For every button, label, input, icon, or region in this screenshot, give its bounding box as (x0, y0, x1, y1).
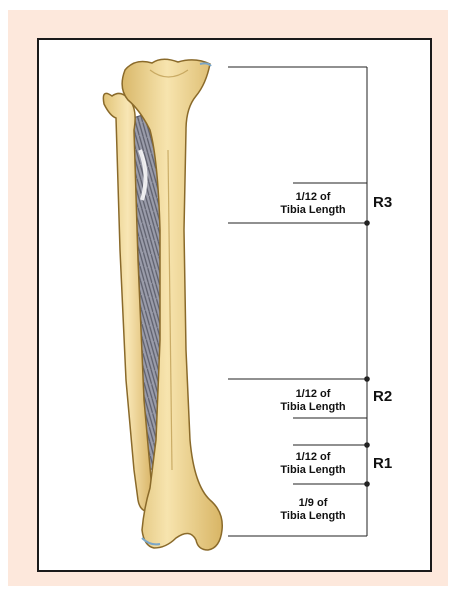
r2-fraction: 1/12 of (268, 388, 358, 401)
r3-unit: Tibia Length (268, 204, 358, 217)
r3-fraction: 1/12 of (268, 191, 358, 204)
r1-length-label: 1/12 of Tibia Length (268, 451, 358, 477)
r1-unit: Tibia Length (268, 464, 358, 477)
region-r2-label: R2 (373, 388, 392, 405)
region-r1-label: R1 (373, 455, 392, 472)
r1-fraction: 1/12 of (268, 451, 358, 464)
bottom-offset-unit: Tibia Length (268, 510, 358, 523)
r2-unit: Tibia Length (268, 401, 358, 414)
region-r3-label: R3 (373, 194, 392, 211)
r3-length-label: 1/12 of Tibia Length (268, 191, 358, 217)
bottom-offset-label: 1/9 of Tibia Length (268, 497, 358, 523)
r2-length-label: 1/12 of Tibia Length (268, 388, 358, 414)
bottom-offset-fraction: 1/9 of (268, 497, 358, 510)
